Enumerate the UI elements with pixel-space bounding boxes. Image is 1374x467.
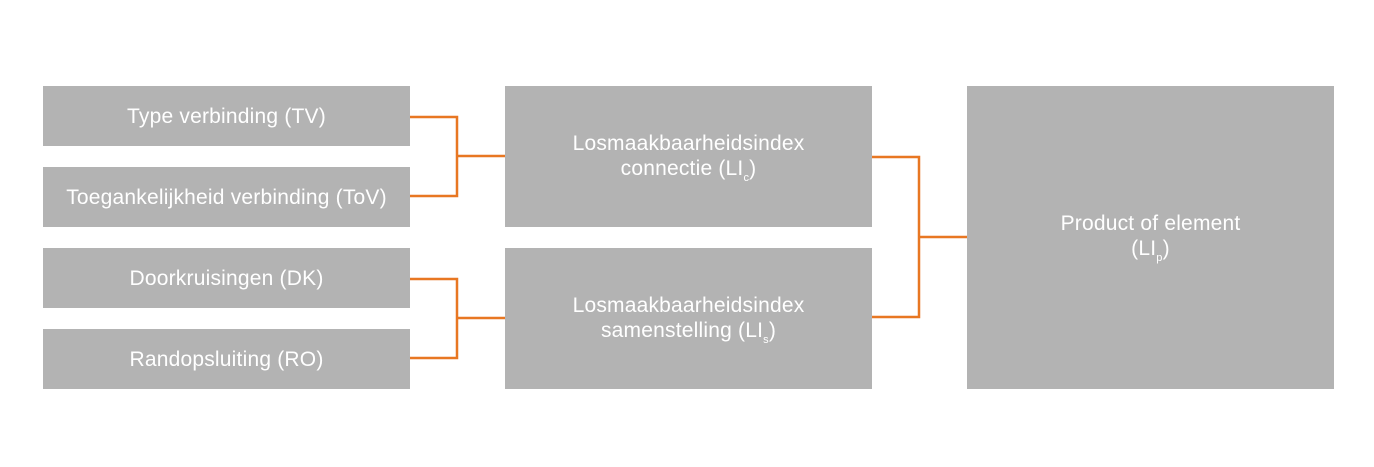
output-subtitle: (LIp): [1131, 236, 1170, 264]
output-box-product: Product of element (LIp): [967, 86, 1334, 389]
input-box-type-verbinding: Type verbinding (TV): [43, 86, 410, 146]
index-subtitle: connectie (LIc): [620, 156, 757, 184]
connector-dk-ro-to-samenstelling: [410, 277, 505, 360]
input-box-toegankelijkheid-verbinding: Toegankelijkheid verbinding (ToV): [43, 167, 410, 227]
input-box-randopsluiting: Randopsluiting (RO): [43, 329, 410, 389]
input-label: Randopsluiting (RO): [129, 347, 324, 371]
index-box-connectie: Losmaakbaarheidsindex connectie (LIc): [505, 86, 872, 227]
connector-indexes-to-product: [872, 155, 967, 319]
input-label: Type verbinding (TV): [127, 104, 326, 128]
input-label: Doorkruisingen (DK): [129, 266, 324, 290]
subscript: p: [1156, 251, 1163, 264]
subscript: s: [763, 333, 769, 346]
connector-tv-tov-to-connectie: [410, 115, 505, 198]
input-label: Toegankelijkheid verbinding (ToV): [66, 185, 387, 209]
index-subtitle: samenstelling (LIs): [600, 318, 777, 346]
index-box-samenstelling: Losmaakbaarheidsindex samenstelling (LIs…: [505, 248, 872, 389]
input-box-doorkruisingen: Doorkruisingen (DK): [43, 248, 410, 308]
index-title: Losmaakbaarheidsindex: [572, 131, 805, 155]
output-title: Product of element: [1060, 211, 1241, 235]
subscript: c: [743, 171, 750, 184]
index-title: Losmaakbaarheidsindex: [572, 293, 805, 317]
